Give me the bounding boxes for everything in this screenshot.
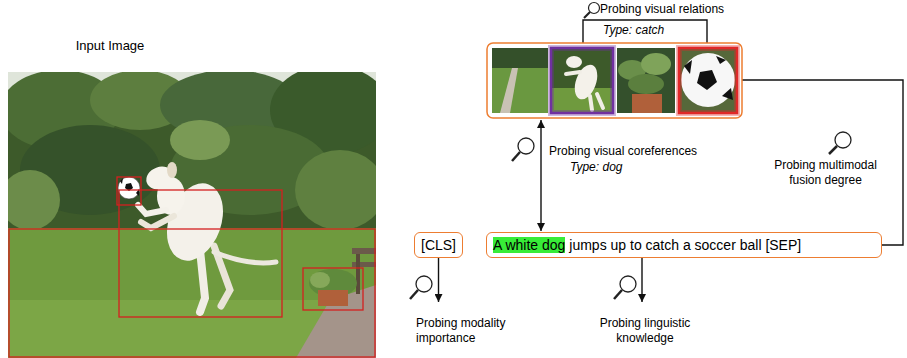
bounding-boxes [9, 177, 375, 357]
type-label: Type: catch [603, 23, 664, 38]
probe-label: Probing linguistic knowledge [592, 316, 698, 346]
input-photo [8, 72, 376, 358]
coreference-arrow [540, 120, 541, 231]
token-box: [CLS] [414, 232, 463, 258]
sentence-box: A white dogjumps up to catch a soccer ba… [486, 232, 882, 258]
token-text: jumps up to catch a soccer ball [SEP] [569, 237, 801, 253]
region-thumbnail [551, 48, 613, 113]
region-thumbnail [492, 48, 548, 113]
probe-label: Probing modality importance [416, 316, 516, 346]
region-thumbnail [679, 48, 737, 113]
relation-bracket [583, 20, 707, 43]
probe-label: Probing visual relations [600, 2, 724, 17]
highlighted-phrase: A white dog [493, 237, 565, 253]
region-strip [487, 43, 742, 118]
probe-arrow [438, 258, 439, 302]
token-text: [CLS] [421, 237, 456, 253]
probe-arrow [641, 258, 642, 302]
image-title: Input Image [60, 38, 160, 53]
probe-label: Probing multimodal fusion degree [768, 158, 883, 188]
fusion-line [742, 80, 903, 245]
probe-label: Probing visual coreferences [549, 144, 697, 159]
type-label: Type: dog [570, 160, 622, 175]
region-thumbnail [617, 48, 675, 113]
